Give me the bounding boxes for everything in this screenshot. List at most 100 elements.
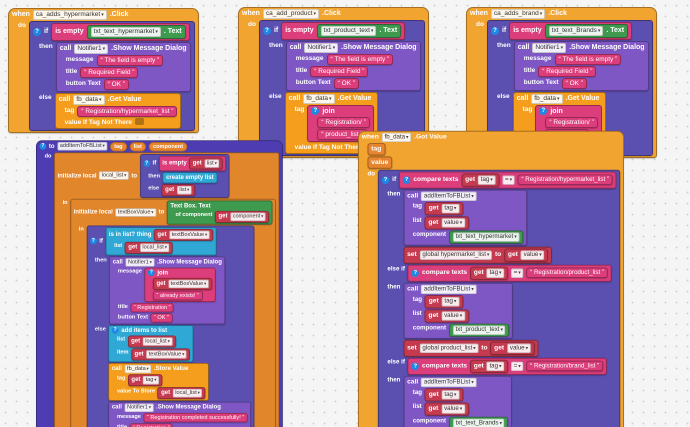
dropdown-textboxvalue[interactable]: textBoxValue▾ [169,230,210,239]
dropdown-value[interactable]: value▾ [441,403,466,414]
string-literal[interactable]: “ Registration completed successfully! ” [143,412,248,422]
block-component-txt_text_hypermarket[interactable]: txt_text_hypermarket▾ [448,230,524,244]
mutator-icon[interactable]: ? [381,175,390,184]
string-literal[interactable]: “ OK ” [333,77,359,89]
string-literal[interactable]: “ OK ” [103,78,129,90]
string-literal[interactable]: “ OK ” [150,312,173,323]
mutator-icon[interactable]: ? [490,26,499,35]
dropdown-textboxvalue[interactable]: textBoxValue▾ [146,349,187,359]
mutator-icon[interactable]: ? [411,268,420,277]
string-literal[interactable]: “ OK ” [561,77,587,89]
mutator-icon[interactable]: ? [311,107,320,115]
dropdown-local-list[interactable]: local_list▾ [99,171,129,180]
string-literal[interactable]: “ Registration/ ” [545,116,598,128]
dropdown-ca-add-product[interactable]: ca_add_product▾ [262,8,320,19]
mutator-icon[interactable]: ? [111,326,119,334]
dropdown-tag[interactable]: tag▾ [486,361,505,371]
dropdown-fb-data[interactable]: fb_data▾ [303,93,335,104]
dropdown-value[interactable]: value▾ [507,343,531,353]
dropdown-notifier1[interactable]: Notifier1▾ [124,403,154,412]
dropdown-fb-data[interactable]: fb_data▾ [73,94,105,105]
block-event-param-value[interactable]: value [367,155,393,169]
dropdown-tag[interactable]: tag▾ [143,375,159,385]
dropdown-tag[interactable]: tag▾ [441,296,460,307]
dropdown-txt-product-text[interactable]: txt_product_text▾ [452,325,506,335]
string-literal[interactable]: “ Required Field ” [310,65,369,77]
dropdown-ca-adds-hypermarket[interactable]: ca_adds_hypermarket▾ [32,9,107,20]
string-literal[interactable]: “ Required Field ” [538,65,597,77]
dropdown-tag[interactable]: tag▾ [486,268,505,278]
dropdown-notifier1[interactable]: Notifier1▾ [74,43,109,54]
mutator-icon[interactable]: ? [402,175,411,184]
string-literal[interactable]: “ Registration/hypermarket_list ” [77,105,178,117]
block-component-txt_text_brands[interactable]: txt_text_Brands▾ [448,416,509,427]
dropdown-component[interactable]: component▾ [230,212,266,221]
mutator-icon[interactable]: ? [143,159,150,167]
dropdown-x[interactable]: =▾ [510,268,524,278]
string-literal[interactable]: “ Registration/hypermarket_list ” [517,174,613,185]
block-txt_text_brands-text[interactable]: txt_text_Brands▾. Text [544,23,629,38]
string-literal[interactable]: “ already exists! ” [153,290,203,300]
dropdown-txt-text-brands[interactable]: txt_text_Brands▾ [452,418,505,427]
mutator-icon[interactable]: ? [147,269,155,277]
block-create-empty-list[interactable]: create empty list [162,171,218,183]
mutator-icon[interactable]: ? [39,142,47,150]
dropdown-list[interactable]: list▾ [176,185,192,195]
dropdown-x[interactable]: =▾ [502,174,515,185]
dropdown-ca-adds-brand[interactable]: ca_adds_brand▾ [490,8,546,19]
block-txt_text_hypermarket-text[interactable]: txt_text_hypermarket▾. Text [86,24,186,39]
dropdown-value[interactable]: value▾ [441,217,466,228]
string-literal[interactable]: “ Required Field ” [80,66,139,78]
mutator-icon[interactable]: ? [32,27,41,36]
string-literal[interactable]: “ Registration ” [129,422,174,427]
dropdown-value[interactable]: value▾ [441,310,466,321]
dropdown-global-product-list[interactable]: global product_list▾ [419,343,479,353]
block-txt_product_text-text[interactable]: txt_product_text▾. Text [316,23,402,38]
dropdown-additemtofblist[interactable]: addItemToFBList▾ [421,377,477,387]
dropdown-local-list[interactable]: local_list▾ [172,388,203,398]
dropdown-txt-text-hypermarket[interactable]: txt_text_hypermarket▾ [90,26,161,37]
string-literal[interactable]: “ Registration ” [130,302,174,312]
dropdown-local-list[interactable]: local_list▾ [139,243,170,252]
dropdown-notifier1[interactable]: Notifier1▾ [532,42,567,53]
dropdown-additemtofblist[interactable]: addItemToFBList▾ [421,284,477,294]
dropdown-global-hypermarket-list[interactable]: global hypermarket_list▾ [419,249,493,260]
string-literal[interactable]: “ The field is empty ” [326,53,394,65]
